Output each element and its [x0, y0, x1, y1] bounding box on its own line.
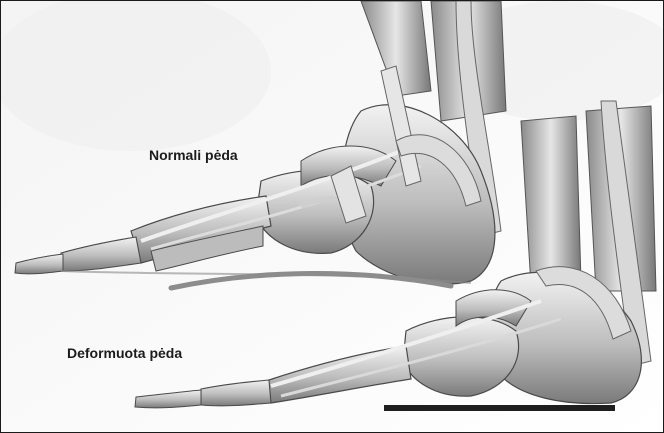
- normal-foot-label: Normali pėda: [149, 147, 238, 163]
- deformed-foot-label: Deformuota pėda: [67, 345, 182, 361]
